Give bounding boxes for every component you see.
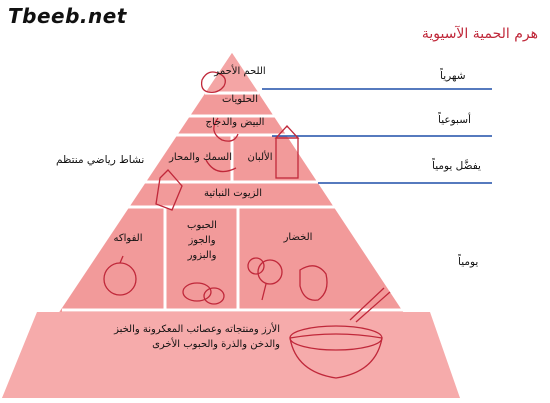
label-grains-line1: الحبوب [187, 220, 217, 231]
freq-monthly: شهرياً [440, 70, 466, 82]
label-fish-shellfish: السمك والمحار [169, 152, 232, 163]
label-sweets: الحلويات [221, 94, 258, 105]
label-vegetables: الخضار [283, 232, 313, 243]
label-eggs-poultry: البيض والدجاج [205, 117, 265, 128]
fish-icon [205, 159, 237, 173]
pyramid-top-band [204, 53, 260, 95]
label-fruits: الفواكه [113, 233, 143, 244]
freq-daily: يومياً [458, 256, 479, 268]
meat-icon [200, 71, 226, 94]
freq-daily-preferred: يفضَّل يومياً [432, 160, 481, 172]
freq-weekly: أسبوعياً [438, 114, 471, 126]
label-grains-line2: والجوز [188, 235, 216, 246]
food-illustrations [103, 71, 391, 379]
shrimp-icon [213, 117, 239, 142]
label-grains-line3: والبزور [187, 250, 217, 261]
site-logo: Tbeeb.net [8, 4, 127, 28]
label-dairy: الألبان [247, 152, 273, 163]
label-grains-nuts-seeds: الحبوب والجوز والبزور [170, 218, 234, 263]
label-physical-activity: نشاط رياضي منتظم [56, 154, 145, 166]
frequency-lines [262, 88, 492, 184]
rice-bowl-icon [289, 333, 383, 379]
broccoli-icon [257, 259, 283, 285]
pyramid-shape [2, 53, 460, 398]
label-rice-grains: الأرز ومنتجاته وعصائب المعكرونة والخبز و… [114, 324, 280, 350]
label-vegetable-oils: الزيوت النباتية [204, 188, 262, 199]
label-red-meat: اللحم الأحمر [214, 66, 266, 77]
peanut-icon [182, 282, 212, 302]
oil-bottle-icon [155, 169, 183, 211]
pepper-icon [299, 265, 328, 301]
page-title: هرم الحمية الآسيوية [421, 26, 538, 42]
tier-dividers [62, 91, 407, 312]
